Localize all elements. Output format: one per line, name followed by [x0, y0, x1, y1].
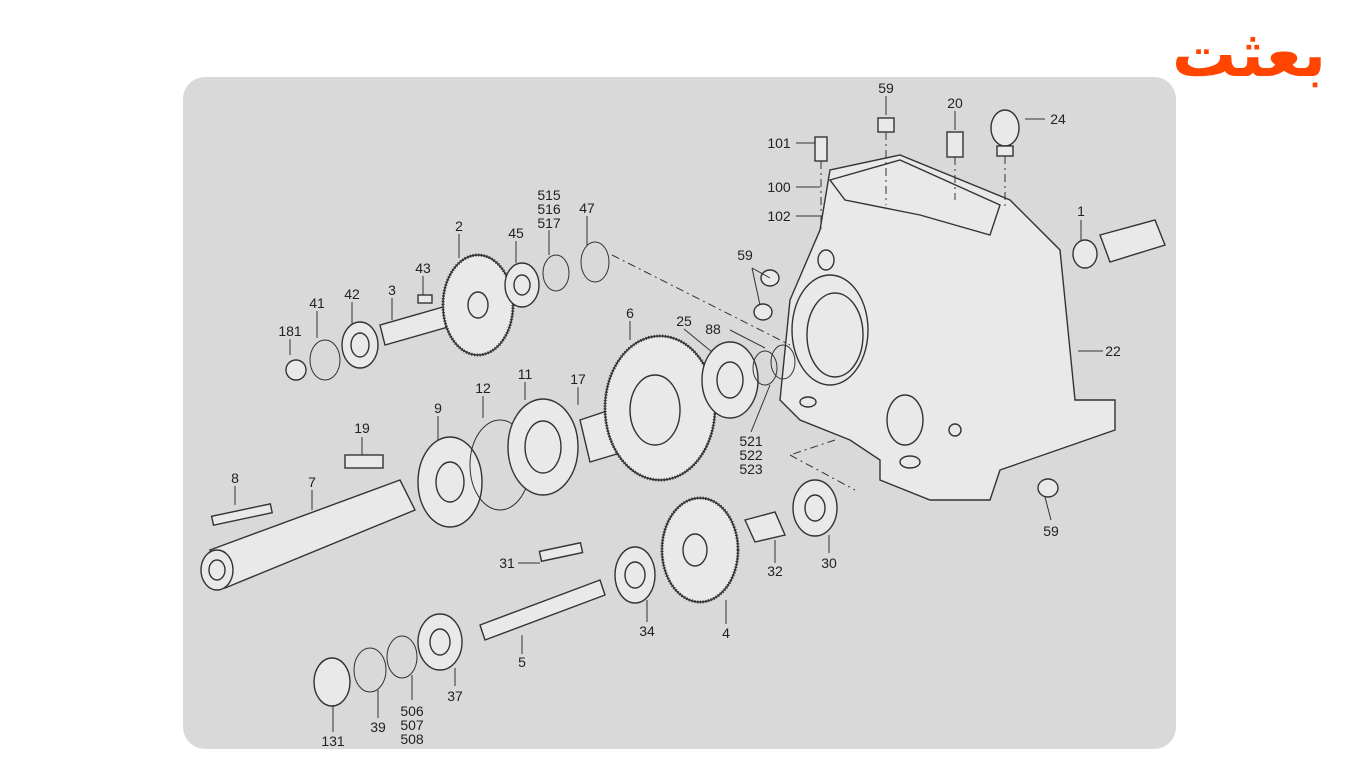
output-shaft-assembly	[200, 334, 796, 591]
callout-17: 17	[570, 371, 586, 387]
callout-22: 22	[1105, 343, 1121, 359]
brand-logo: بعثت	[1172, 18, 1328, 92]
callout-515: 515	[537, 187, 561, 203]
callout-43: 43	[415, 260, 431, 276]
callout-8: 8	[231, 470, 239, 486]
input-pinion-1	[1072, 219, 1166, 269]
callout-101: 101	[767, 135, 791, 151]
leader-lines	[234, 96, 1103, 732]
callout-6: 6	[626, 305, 634, 321]
upper-shaft-assembly	[285, 241, 791, 381]
callout-25: 25	[676, 313, 692, 329]
callout-31: 31	[499, 555, 515, 571]
callout-59: 59	[737, 247, 753, 263]
intermediate-shaft-assembly	[313, 439, 856, 707]
callout-labels: 59 20 24 101 100 102 1 59 22 515 516 517…	[231, 80, 1121, 749]
callout-20: 20	[947, 95, 963, 111]
callout-37: 37	[447, 688, 463, 704]
callout-47: 47	[579, 200, 595, 216]
callout-131: 131	[321, 733, 345, 749]
callout-521: 521	[739, 433, 763, 449]
callout-9: 9	[434, 400, 442, 416]
callout-30: 30	[821, 555, 837, 571]
callout-100: 100	[767, 179, 791, 195]
callout-2: 2	[455, 218, 463, 234]
callout-522: 522	[739, 447, 763, 463]
callout-1: 1	[1077, 203, 1085, 219]
callout-7: 7	[308, 474, 316, 490]
callout-4: 4	[722, 625, 730, 641]
callout-506: 506	[400, 703, 424, 719]
callout-45: 45	[508, 225, 524, 241]
callout-59: 59	[1043, 523, 1059, 539]
callout-517: 517	[537, 215, 561, 231]
callout-3: 3	[388, 282, 396, 298]
callout-523: 523	[739, 461, 763, 477]
callout-507: 507	[400, 717, 424, 733]
callout-34: 34	[639, 623, 655, 639]
callout-12: 12	[475, 380, 491, 396]
callout-11: 11	[518, 366, 533, 382]
callout-181: 181	[278, 323, 302, 339]
callout-19: 19	[354, 420, 370, 436]
callout-41: 41	[309, 295, 325, 311]
callout-5: 5	[518, 654, 526, 670]
gear-housing-22	[779, 154, 1116, 501]
callout-42: 42	[344, 286, 360, 302]
callout-24: 24	[1050, 111, 1066, 127]
callout-59: 59	[878, 80, 894, 96]
callout-88: 88	[705, 321, 721, 337]
callout-516: 516	[537, 201, 561, 217]
callout-32: 32	[767, 563, 783, 579]
top-fittings	[814, 109, 1020, 230]
callout-102: 102	[767, 208, 791, 224]
callout-508: 508	[400, 731, 424, 747]
callout-39: 39	[370, 719, 386, 735]
